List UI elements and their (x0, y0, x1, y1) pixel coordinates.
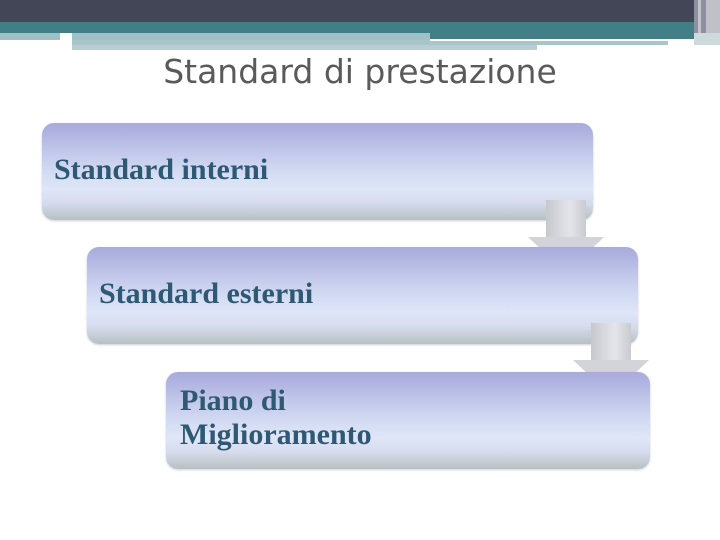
header-stripe-1 (694, 0, 698, 40)
process-step-2[interactable]: Standard esterni (87, 247, 638, 344)
header-band-navy-tail (700, 0, 704, 30)
header-band-teal-right (430, 22, 700, 39)
process-step-2-label: Standard esterni (99, 277, 314, 310)
header-band-pale-mid (72, 33, 430, 40)
process-step-3[interactable]: Piano di Miglioramento (166, 372, 650, 469)
header-stripe-5 (694, 33, 720, 45)
header-band-light-lower (72, 45, 537, 50)
header-stripe-4 (706, 0, 720, 40)
header-band-pale-left (0, 33, 60, 40)
header-band-hairline (430, 39, 668, 41)
process-step-3-label: Piano di Miglioramento (180, 384, 372, 451)
header-stripe-2 (698, 0, 701, 40)
header-band-light-upper (72, 40, 668, 45)
header-band-navy (0, 0, 700, 22)
process-step-1-label: Standard interni (54, 153, 269, 186)
header-band-teal-left (0, 22, 430, 33)
process-step-1[interactable]: Standard interni (42, 123, 593, 220)
page-title: Standard di prestazione (163, 52, 557, 91)
header-band-teal-far (700, 30, 720, 39)
header-stripe-3 (701, 0, 706, 40)
